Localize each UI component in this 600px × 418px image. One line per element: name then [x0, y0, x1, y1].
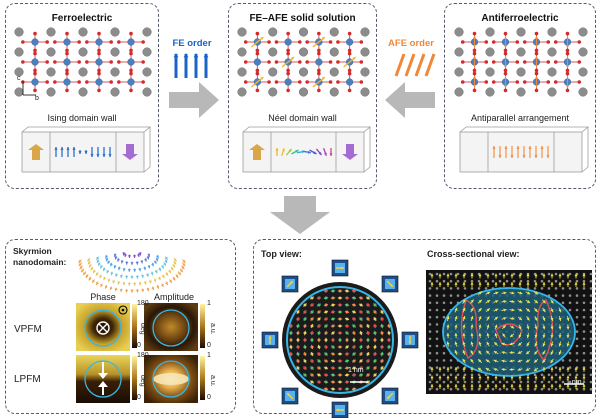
amplitude-column-label: Amplitude — [153, 292, 195, 302]
skyrmion-dome — [78, 251, 186, 293]
solid-solution-panel: FE–AFE solid solution Néel domain wall — [228, 3, 377, 189]
top-view-label: Top view: — [261, 249, 302, 259]
amplitude-colorbar-lpfm — [200, 356, 205, 400]
ferroelectric-lattice — [14, 27, 152, 97]
vpfm-row-label: VPFM — [14, 324, 42, 335]
axis-c-label: c — [17, 75, 21, 82]
neel-wall-diagram — [242, 126, 372, 173]
top-view-scalebar-label: 1 nm — [348, 367, 364, 374]
phase-colorbar-vpfm — [132, 304, 137, 348]
lpfm-amplitude-max: 1 — [207, 352, 211, 359]
lpfm-phase-unit: deg — [139, 375, 146, 387]
lpfm-phase-max: 180 — [137, 352, 149, 359]
vpfm-amplitude-max: 1 — [207, 300, 211, 307]
axis-indicator — [22, 81, 36, 96]
antiparallel-diagram — [459, 126, 590, 173]
lpfm-amplitude-image — [144, 355, 198, 403]
ferroelectric-title: Ferroelectric — [51, 13, 113, 24]
right-block-arrow — [169, 82, 219, 118]
vpfm-phase-max: 180 — [137, 300, 149, 307]
vpfm-phase-image — [76, 303, 130, 351]
ising-wall-label: Ising domain wall — [47, 113, 117, 123]
antiferroelectric-panel: Antiferroelectric Antiparallel arrangeme… — [444, 3, 596, 189]
top-view-image — [261, 259, 419, 418]
vpfm-amplitude-image — [144, 303, 198, 351]
cross-section-image — [426, 270, 593, 394]
amplitude-colorbar-vpfm — [200, 304, 205, 348]
skyrmion-title-line2: nanodomain: — [13, 257, 67, 267]
microscopy-panel: Top view: Cross-sectional view: 1 nm 1 n… — [253, 239, 596, 418]
vpfm-phase-unit: deg — [139, 323, 146, 335]
down-block-arrow — [270, 196, 330, 234]
vpfm-phase-min: 0 — [137, 342, 141, 349]
vpfm-amplitude-min: 0 — [207, 342, 211, 349]
lpfm-phase-min: 0 — [137, 394, 141, 401]
antiferroelectric-title: Antiferroelectric — [481, 13, 559, 24]
lpfm-phase-image — [76, 355, 130, 403]
left-block-arrow — [385, 82, 435, 118]
ferroelectric-panel: Ferroelectric c b Ising domain wall — [5, 3, 159, 189]
neel-wall-label: Néel domain wall — [268, 113, 337, 123]
vpfm-amplitude-unit: a.u. — [209, 323, 216, 335]
axis-b-label: b — [35, 95, 39, 102]
afe-order-arrows — [394, 53, 436, 77]
lpfm-amplitude-min: 0 — [207, 394, 211, 401]
skyrmion-panel: Skyrmion nanodomain: Phase Amplitude VPF… — [5, 239, 236, 414]
cross-view-scalebar-label: 1 nm — [566, 379, 582, 386]
antiparallel-label: Antiparallel arrangement — [470, 113, 570, 123]
fe-order-label: FE order — [172, 38, 212, 49]
fe-order-arrows — [173, 52, 209, 78]
afe-order-label: AFE order — [388, 38, 434, 49]
phase-column-label: Phase — [90, 292, 116, 302]
antiferroelectric-lattice — [454, 27, 588, 97]
cross-view-label: Cross-sectional view: — [427, 249, 520, 259]
ising-wall-diagram — [21, 126, 152, 173]
phase-colorbar-lpfm — [132, 356, 137, 400]
lpfm-amplitude-unit: a.u. — [209, 375, 216, 387]
solid-solution-title: FE–AFE solid solution — [249, 13, 356, 24]
lpfm-row-label: LPFM — [14, 374, 41, 385]
solid-solution-lattice — [237, 27, 370, 97]
skyrmion-title-line1: Skyrmion — [13, 246, 52, 256]
